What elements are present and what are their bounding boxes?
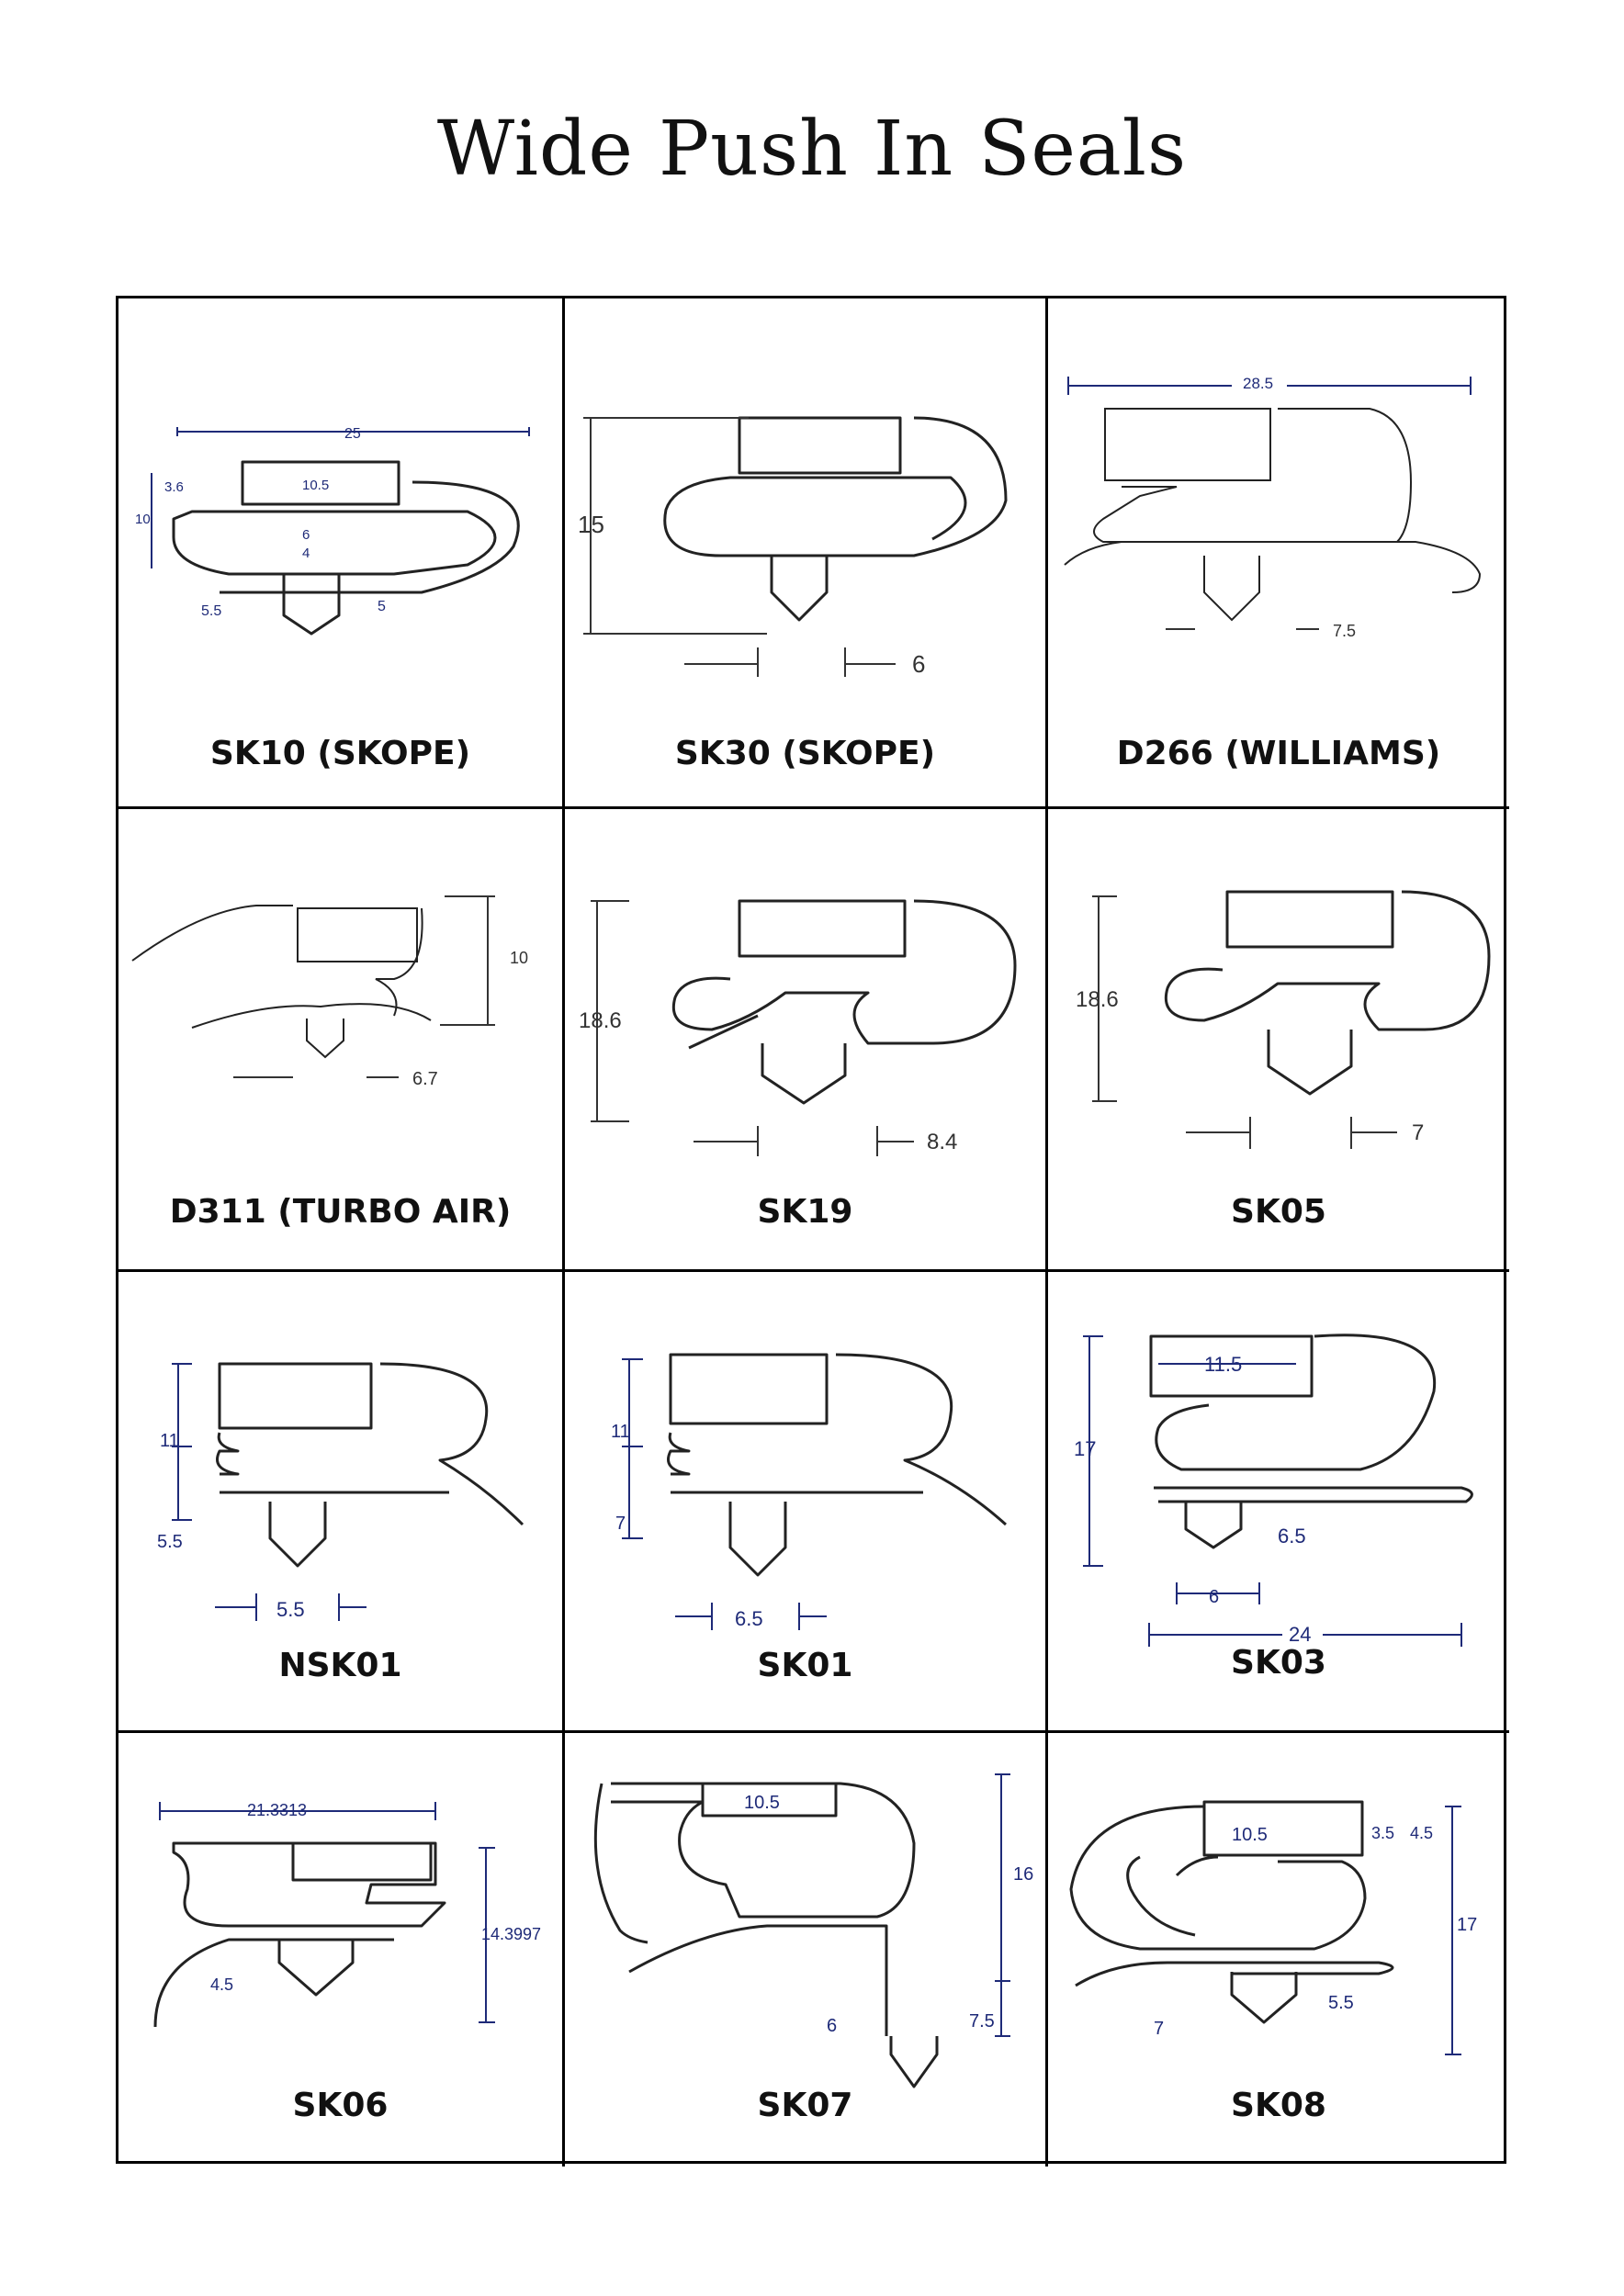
dim-label: 5 [378,599,386,614]
dim-label: 6 [912,650,925,678]
dim-label: 5.5 [1328,1993,1354,2013]
dim-label: 4.5 [210,1975,233,1994]
dim-label: 4 [302,546,310,561]
dim-label: 5.5 [201,603,221,619]
dim-label: 11 [611,1422,630,1442]
sk08-profile-drawing: 10.5 3.5 4.5 17 5.5 7 [1069,1800,1477,2055]
sk10-profile-drawing: 25 10 3.6 10.5 6 4 5.5 5 [135,426,530,636]
nsk01-profile-drawing: 11 5.5 5.5 [157,1362,524,1621]
dim-label: 10 [510,949,528,967]
seal-cell-sk06: 21.3313 14.3997 4.5 SK06 [118,1733,565,2167]
seal-label: SK06 [292,2087,389,2124]
seal-label: SK19 [757,1193,853,1231]
dim-label: 6 [1209,1587,1219,1607]
dim-label: 10.5 [744,1793,780,1813]
dim-label: 21.3313 [247,1801,307,1819]
dim-label: 6 [827,2016,837,2036]
seal-label: D311 (TURBO AIR) [169,1193,512,1231]
dim-label: 25 [344,426,361,442]
dim-label: 5.5 [157,1532,183,1552]
seal-cell-sk05: 18.6 7 SK05 [1048,809,1509,1272]
seal-cell-sk19: 18.6 8.4 SK19 [565,809,1048,1272]
dim-label: 14.3997 [481,1925,541,1943]
dim-label: 7.5 [1333,622,1356,640]
seal-cell-nsk01: 11 5.5 5.5 NSK01 [118,1272,565,1733]
seal-label: NSK01 [278,1647,402,1684]
page-title: Wide Push In Seals [436,106,1188,193]
dim-label: 6.7 [412,1069,438,1089]
dim-label: 18.6 [1076,987,1119,1012]
dim-label: 5.5 [276,1598,305,1621]
seal-label: SK08 [1231,2087,1326,2124]
dim-label: 18.6 [579,1008,622,1033]
seal-label: SK05 [1231,1193,1326,1231]
dim-label: 7 [1412,1120,1424,1145]
dim-label: 6.5 [1278,1525,1306,1548]
d266-profile-drawing: 28.5 7.5 [1064,372,1482,640]
dim-label: 17 [1457,1915,1477,1935]
sk30-profile-drawing: 15 6 [578,416,1008,678]
dim-label: 28.5 [1243,375,1273,392]
seal-cell-sk01: 11 7 6.5 SK01 [565,1272,1048,1733]
dim-label: 16 [1013,1864,1033,1885]
seal-grid: 25 10 3.6 10.5 6 4 5.5 5 SK10 (SKOPE) 15… [116,296,1509,2167]
dim-label: 11 [160,1431,179,1451]
sk19-profile-drawing: 18.6 8.4 [579,899,1017,1156]
sk07-profile-drawing: 10.5 16 6 7.5 [593,1773,1033,2088]
dim-label: 7 [615,1514,626,1534]
dim-label: 11.5 [1204,1353,1242,1376]
sk01-profile-drawing: 11 7 6.5 [611,1353,1008,1630]
seal-cell-d266: 28.5 7.5 D266 (WILLIAMS) [1048,298,1509,809]
seal-label: SK07 [757,2087,853,2124]
seal-label: SK03 [1231,1644,1326,1682]
dim-label: 7 [1154,2019,1164,2039]
dim-label: 10 [135,512,151,527]
d311-profile-drawing: 10 6.7 [131,895,528,1089]
seal-cell-sk07: 10.5 16 6 7.5 SK07 [565,1733,1048,2167]
seal-cell-sk08: 10.5 3.5 4.5 17 5.5 7 SK08 [1048,1733,1509,2167]
seal-label: D266 (WILLIAMS) [1116,735,1441,772]
sk03-profile-drawing: 11.5 17 6.5 6 24 [1074,1334,1473,1647]
seal-cell-sk10: 25 10 3.6 10.5 6 4 5.5 5 SK10 (SKOPE) [118,298,565,809]
seal-cell-d311: 10 6.7 D311 (TURBO AIR) [118,809,565,1272]
sk06-profile-drawing: 21.3313 14.3997 4.5 [153,1801,541,2028]
dim-label: 24 [1289,1623,1311,1646]
seal-cell-sk30: 15 6 SK30 (SKOPE) [565,298,1048,809]
dim-label: 15 [578,511,604,538]
sk05-profile-drawing: 18.6 7 [1076,890,1491,1149]
dim-label: 6 [302,527,310,543]
dim-label: 10.5 [1232,1825,1268,1845]
dim-label: 3.6 [164,479,184,495]
dim-label: 10.5 [302,478,329,493]
seal-label: SK01 [757,1647,853,1684]
dim-label: 7.5 [969,2011,995,2032]
dim-label: 8.4 [927,1130,957,1154]
dim-label: 6.5 [735,1607,763,1630]
dim-label: 4.5 [1410,1824,1433,1842]
seal-cell-sk03: 11.5 17 6.5 6 24 SK03 [1048,1272,1509,1733]
dim-label: 3.5 [1371,1824,1394,1842]
dim-label: 17 [1074,1437,1096,1460]
seal-label: SK30 (SKOPE) [674,735,936,772]
seal-label: SK10 (SKOPE) [209,735,471,772]
